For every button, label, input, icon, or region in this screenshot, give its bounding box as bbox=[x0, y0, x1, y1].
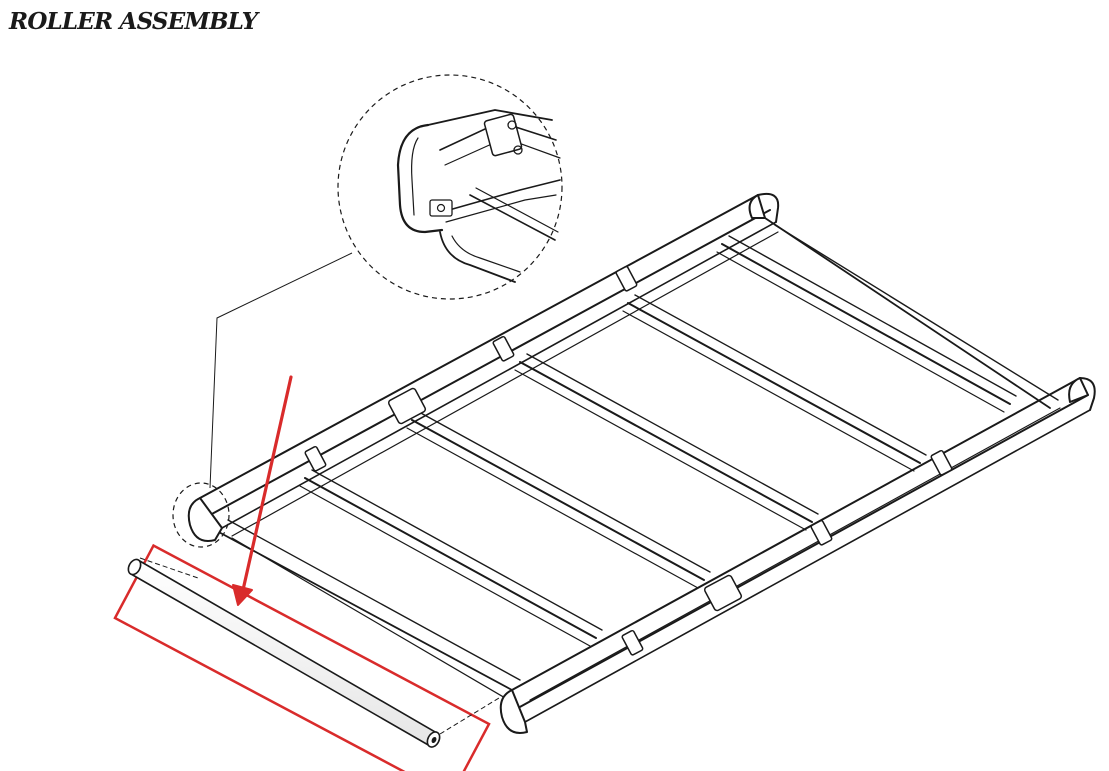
corner-caps bbox=[187, 194, 1089, 734]
mounting-brackets bbox=[304, 265, 953, 656]
callout-leader-line bbox=[209, 252, 353, 489]
detail-zoom-circle bbox=[337, 74, 563, 300]
cross-bar bbox=[622, 294, 927, 472]
enlarged-corner-detail bbox=[396, 109, 561, 283]
bracket bbox=[703, 574, 743, 612]
side-rail-front bbox=[511, 377, 1096, 723]
cross-bars bbox=[299, 235, 1017, 647]
roller-highlight-box bbox=[113, 543, 491, 771]
bracket bbox=[930, 449, 953, 476]
cross-bar bbox=[299, 469, 603, 647]
detail-source-circle bbox=[172, 482, 230, 548]
side-rail-back bbox=[199, 192, 780, 537]
roller-part bbox=[113, 543, 500, 771]
down-arrow-icon bbox=[232, 375, 293, 606]
bracket bbox=[492, 335, 515, 362]
bracket bbox=[387, 387, 427, 425]
bracket bbox=[810, 519, 833, 546]
page-title: ROLLER ASSEMBLY bbox=[9, 8, 258, 35]
roller-tube bbox=[127, 558, 441, 748]
rack-frame bbox=[187, 192, 1096, 734]
detail-callout bbox=[172, 74, 563, 548]
roller-alignment-line bbox=[139, 557, 199, 579]
roller-alignment-line bbox=[439, 697, 500, 735]
cross-bar bbox=[716, 235, 1017, 413]
cross-bar bbox=[514, 353, 819, 531]
bracket bbox=[304, 445, 327, 472]
rear-rail bbox=[764, 217, 1059, 409]
cross-bar bbox=[406, 411, 711, 589]
bracket bbox=[615, 265, 638, 292]
bracket bbox=[621, 629, 644, 656]
front-rail bbox=[214, 519, 521, 703]
